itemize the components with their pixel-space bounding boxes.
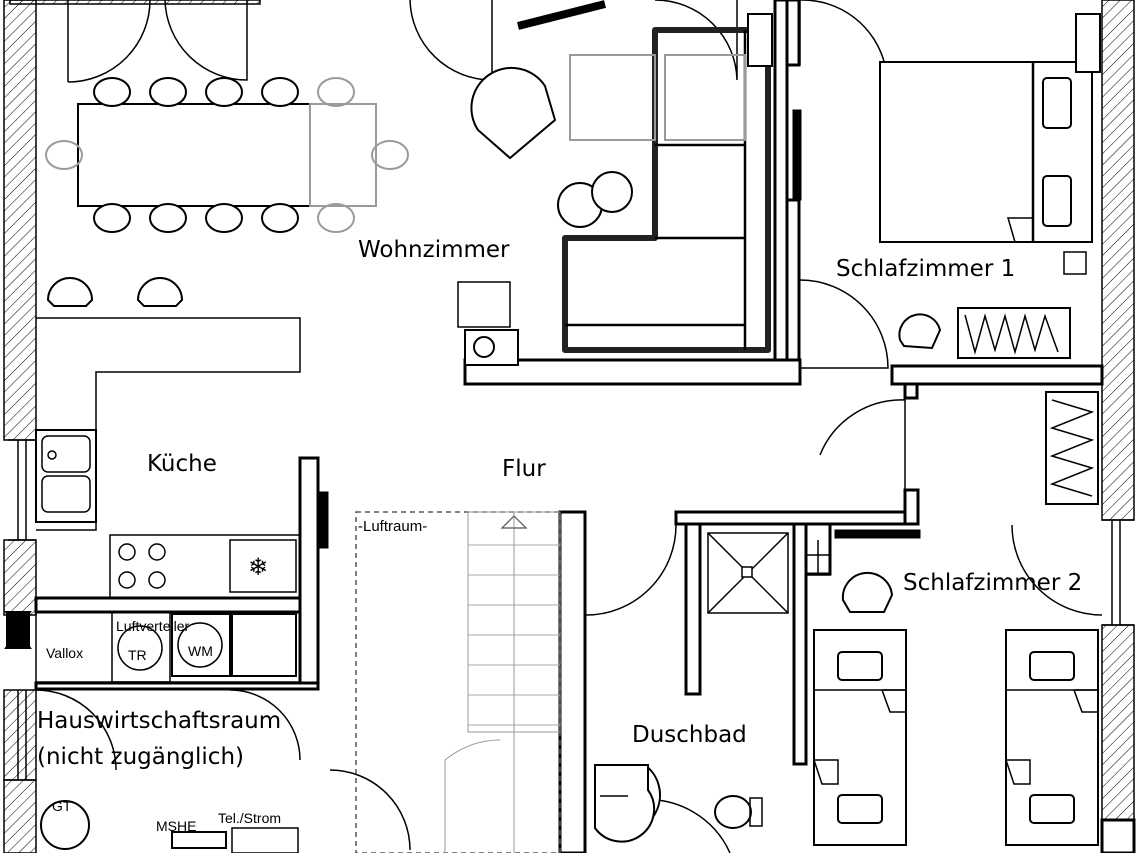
chair-bedroom2 [841, 571, 894, 613]
radiator-units [747, 13, 1101, 73]
annotation-wm: WM [188, 643, 213, 659]
bar-stools [46, 277, 184, 307]
bed-single-left [812, 629, 907, 846]
fireplace [457, 281, 519, 366]
annotation-vallox: Vallox [46, 645, 84, 661]
room-label-hauswirtschaftsraum: Hauswirtschaftsraum [37, 708, 282, 734]
radiators [317, 0, 921, 549]
annotation-tel-strom: Tel./Strom [218, 810, 282, 826]
room-label-kueche: Küche [147, 451, 217, 477]
armchair [470, 66, 633, 228]
interior-walls [34, 0, 1136, 853]
room-label-duschbad: Duschbad [632, 722, 747, 748]
bed-double [879, 61, 1093, 350]
annotation-luftverteiler: Luftverteiler [116, 618, 190, 634]
annotation-luftraum: -Luftraum- [358, 518, 428, 535]
svg-text:❄: ❄ [248, 553, 268, 581]
staircase [355, 511, 561, 853]
kitchen-counter: ❄ [35, 317, 301, 599]
room-label-schlafzimmer-2: Schlafzimmer 2 [903, 570, 1083, 596]
shower [707, 532, 831, 614]
window-left-hwr [17, 690, 27, 780]
annotation-tr: TR [128, 647, 147, 663]
room-label-hauswirtschaftsraum-note: (nicht zugänglich) [37, 744, 244, 770]
exterior-walls [3, 0, 1135, 853]
window-left-kitchen [8, 439, 36, 541]
bath-sink [593, 764, 661, 843]
dining-table [45, 77, 409, 233]
room-label-schlafzimmer-1: Schlafzimmer 1 [836, 256, 1016, 282]
room-label-flur: Flur [502, 456, 546, 482]
boiler-area [40, 800, 299, 853]
doors [35, 0, 1103, 853]
wardrobe-bedroom2 [1045, 391, 1099, 505]
window-right-sz2 [1102, 519, 1134, 626]
annotation-gt: GT [52, 798, 72, 814]
bath-toilet [714, 795, 763, 829]
wardrobe-bedroom1 [957, 307, 1071, 359]
room-label-wohnzimmer: Wohnzimmer [358, 237, 510, 263]
utility-appliances [4, 611, 301, 683]
annotation-mshe: MSHE [156, 818, 197, 834]
bed-single-right [1004, 629, 1099, 846]
